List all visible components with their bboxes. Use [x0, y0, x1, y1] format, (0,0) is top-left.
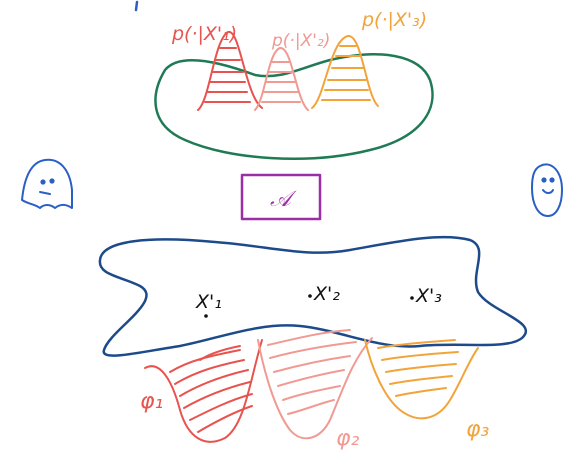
algorithm-box: 𝒜 [240, 173, 322, 221]
stray-stroke [134, 0, 139, 12]
point-1-label: X'₁ [195, 291, 222, 313]
density-3 [311, 35, 379, 109]
phi-1-label: φ₁ [140, 389, 163, 414]
point-2-label: X'₂ [313, 283, 340, 305]
phi-2-label: φ₂ [336, 426, 360, 451]
phi-3-label: φ₃ [466, 417, 490, 442]
left-ghost-figure [21, 158, 73, 209]
algorithm-box-frame [240, 173, 322, 221]
top-domain: p(·|X'₁) p(·|X'₂) p(·|X'₃) [154, 9, 434, 160]
density-2 [254, 47, 309, 111]
ghost-mouth [39, 191, 51, 195]
ghost-eye-left [40, 179, 46, 185]
point-3-label: X'₃ [415, 285, 442, 307]
face-icon [531, 163, 563, 217]
feature-phi-2 [257, 329, 373, 440]
algorithm-symbol: 𝒜 [270, 187, 297, 212]
feature-phi-1 [144, 339, 263, 443]
point-2-dot [308, 294, 312, 298]
green-domain-outline [154, 53, 434, 160]
density-1 [197, 31, 263, 111]
face-mouth [542, 189, 554, 194]
ghost-eye-right [49, 178, 55, 184]
density-3-label: p(·|X'₃) [361, 9, 427, 31]
point-1-dot [204, 314, 208, 318]
density-1-label: p(·|X'₁) [171, 23, 237, 45]
face-eye-right [549, 177, 555, 183]
face-eye-left [541, 177, 547, 183]
point-3-dot [410, 296, 414, 300]
right-face-figure [531, 163, 563, 217]
bottom-domain: X'₁ X'₂ X'₃ [98, 235, 527, 451]
ghost-icon [21, 158, 73, 209]
navy-domain-outline [98, 235, 527, 357]
density-2-label: p(·|X'₂) [271, 31, 330, 51]
feature-phi-3 [364, 339, 479, 420]
